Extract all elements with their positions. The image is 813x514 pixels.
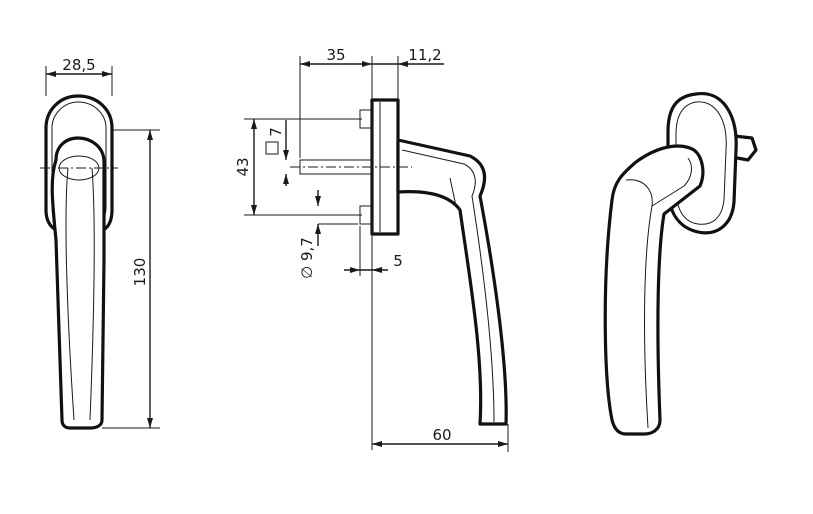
dimension-spindle-length: 35 — [299, 46, 372, 158]
dimension-handle-reach: 60 — [372, 424, 509, 452]
screw-spacing-label: 43 — [234, 157, 252, 176]
front-view: 28,5 130 — [40, 56, 160, 430]
dimension-rose-thickness: 11,2 — [372, 46, 444, 100]
dimension-screw-diameter: ∅ 9,7 — [298, 190, 358, 279]
perspective-handle-edge — [644, 157, 692, 429]
front-handle-body — [50, 136, 106, 430]
dimension-front-height: 130 — [102, 129, 160, 429]
dimension-offset: 5 — [344, 226, 403, 276]
dimension-front-width: 28,5 — [45, 56, 113, 96]
perspective-rose-inner — [675, 101, 727, 225]
handle-reach-label: 60 — [432, 426, 451, 444]
offset-label: 5 — [393, 252, 403, 270]
side-handle-edge — [401, 149, 495, 423]
front-handle-ridge-2 — [89, 167, 95, 421]
square-symbol — [265, 141, 279, 155]
front-width-label: 28,5 — [62, 56, 95, 74]
spindle-length-label: 35 — [326, 46, 345, 64]
dimension-square-spindle: 7 — [265, 120, 289, 186]
square-spindle-label: 7 — [267, 127, 285, 137]
dimension-screw-spacing: 43 — [234, 118, 362, 216]
screw-diameter-label: ∅ 9,7 — [298, 237, 316, 279]
perspective-handle — [603, 144, 705, 436]
rose-thickness-label: 11,2 — [408, 46, 441, 64]
side-view: 35 11,2 43 7 — [234, 46, 509, 452]
perspective-view — [603, 92, 758, 436]
front-height-label: 130 — [131, 258, 149, 287]
side-handle — [396, 138, 508, 426]
front-handle-ridge — [65, 167, 75, 421]
